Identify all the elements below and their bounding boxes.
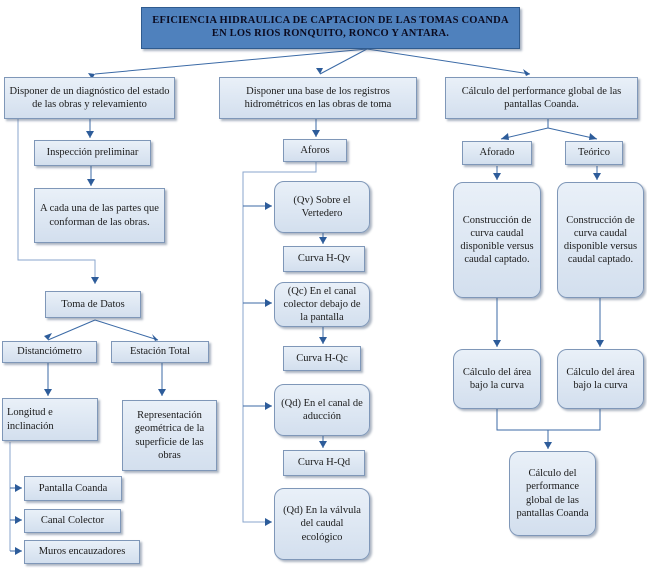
branch-left-diagnostico: Disponer de un diagnóstico del estado de…: [4, 77, 175, 119]
curva-h-qv-box: Curva H-Qv: [283, 246, 365, 272]
curva-h-qd-box: Curva H-Qd: [283, 450, 365, 476]
muros-encauzadores-text: Muros encauzadores: [38, 546, 126, 558]
qv-vertedero-text: (Qv) Sobre el Vertedero: [293, 194, 351, 219]
toma-datos-box: Toma de Datos: [45, 291, 141, 318]
longitud-inclinacion-box: Longitud e inclinación: [2, 398, 98, 441]
construccion-curva-aforado-box: Construcción de curva caudal disponible …: [453, 182, 541, 298]
qc-canal-colector-text: (Qc) En el canal colector debajo de la p…: [283, 286, 361, 324]
inspeccion-preliminar-text: Inspección preliminar: [46, 147, 139, 159]
qd-canal-aduccion-text: (Qd) En el canal de aducción: [281, 397, 363, 422]
area-curva-aforado-text: Cálculo del área bajo la curva: [462, 366, 532, 391]
qc-canal-colector-box: (Qc) En el canal colector debajo de la p…: [274, 282, 370, 327]
longitud-inclinacion-text: Longitud e inclinación: [7, 407, 54, 432]
curva-h-qd-text: Curva H-Qd: [297, 457, 351, 469]
teorico-box: Teórico: [565, 141, 623, 165]
representacion-text: Representación geométrica de la superfic…: [134, 410, 205, 461]
aforos-text: Aforos: [300, 144, 330, 156]
branch-middle-registros: Disponer una base de los registros hidro…: [219, 77, 417, 119]
partes-obras-box: A cada una de las partes que conforman d…: [34, 188, 165, 243]
pantalla-coanda-text: Pantalla Coanda: [38, 482, 108, 494]
aforado-text: Aforado: [479, 147, 515, 159]
canal-colector-text: Canal Colector: [40, 515, 105, 527]
branch-right-performance: Cálculo del performance global de las pa…: [445, 77, 638, 119]
performance-global-text: Cálculo del performance global de las pa…: [516, 468, 589, 519]
pantalla-coanda-box: Pantalla Coanda: [24, 476, 122, 501]
inspeccion-preliminar-box: Inspección preliminar: [34, 140, 151, 166]
diagram-title-text: EFICIENCIA HIDRAULICA DE CAPTACION DE LA…: [152, 15, 509, 39]
estacion-total-box: Estación Total: [111, 341, 209, 363]
estacion-total-text: Estación Total: [129, 346, 191, 358]
performance-global-box: Cálculo del performance global de las pa…: [509, 451, 596, 536]
curva-h-qv-text: Curva H-Qv: [297, 253, 351, 265]
canal-colector-box: Canal Colector: [24, 509, 121, 533]
muros-encauzadores-box: Muros encauzadores: [24, 540, 140, 564]
aforos-box: Aforos: [283, 139, 347, 162]
area-curva-teorico-text: Cálculo del área bajo la curva: [566, 366, 635, 391]
diagram-title: EFICIENCIA HIDRAULICA DE CAPTACION DE LA…: [141, 7, 520, 49]
teorico-text: Teórico: [578, 147, 610, 159]
branch-middle-text: Disponer una base de los registros hidro…: [244, 85, 392, 110]
qd-valvula-caudal-box: (Qd) En la válvula del caudal ecológico: [274, 488, 370, 560]
qd-canal-aduccion-box: (Qd) En el canal de aducción: [274, 384, 370, 436]
construccion-curva-teorico-box: Construcción de curva caudal disponible …: [557, 182, 644, 298]
qv-vertedero-box: (Qv) Sobre el Vertedero: [274, 181, 370, 233]
distanciometro-box: Distanciómetro: [2, 341, 97, 363]
branch-left-text: Disponer de un diagnóstico del estado de…: [9, 85, 170, 110]
curva-h-qc-text: Curva H-Qc: [296, 352, 348, 364]
area-curva-aforado-box: Cálculo del área bajo la curva: [453, 349, 541, 409]
toma-datos-text: Toma de Datos: [61, 298, 125, 310]
partes-obras-text: A cada una de las partes que conforman d…: [40, 203, 159, 228]
qd-valvula-caudal-text: (Qd) En la válvula del caudal ecológico: [283, 505, 361, 543]
aforado-box: Aforado: [462, 141, 532, 165]
construccion-curva-teorico-text: Construcción de curva caudal disponible …: [563, 214, 638, 266]
branch-right-text: Cálculo del performance global de las pa…: [461, 85, 622, 110]
construccion-curva-aforado-text: Construcción de curva caudal disponible …: [460, 214, 534, 266]
area-curva-teorico-box: Cálculo del área bajo la curva: [557, 349, 644, 409]
curva-h-qc-box: Curva H-Qc: [283, 346, 361, 371]
distanciometro-text: Distanciómetro: [17, 346, 82, 358]
representacion-box: Representación geométrica de la superfic…: [122, 400, 217, 471]
